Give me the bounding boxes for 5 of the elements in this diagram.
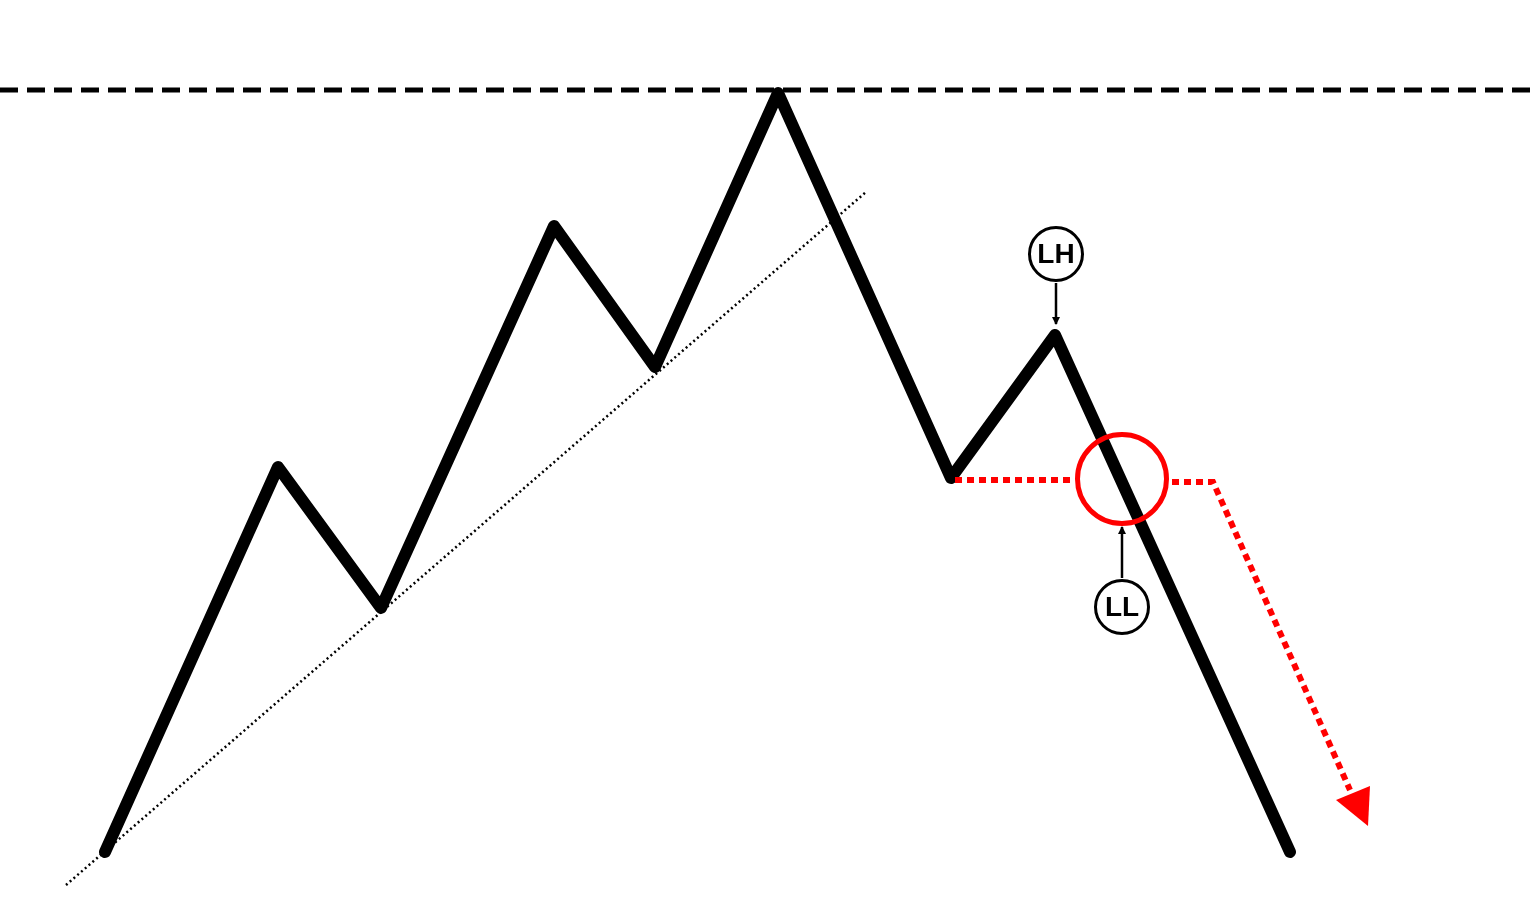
arrow (1118, 526, 1126, 578)
highlight-ring (1075, 432, 1169, 526)
callout-circle: LL (1094, 579, 1150, 635)
callout-circle: LH (1028, 226, 1084, 282)
arrow (1052, 283, 1060, 325)
